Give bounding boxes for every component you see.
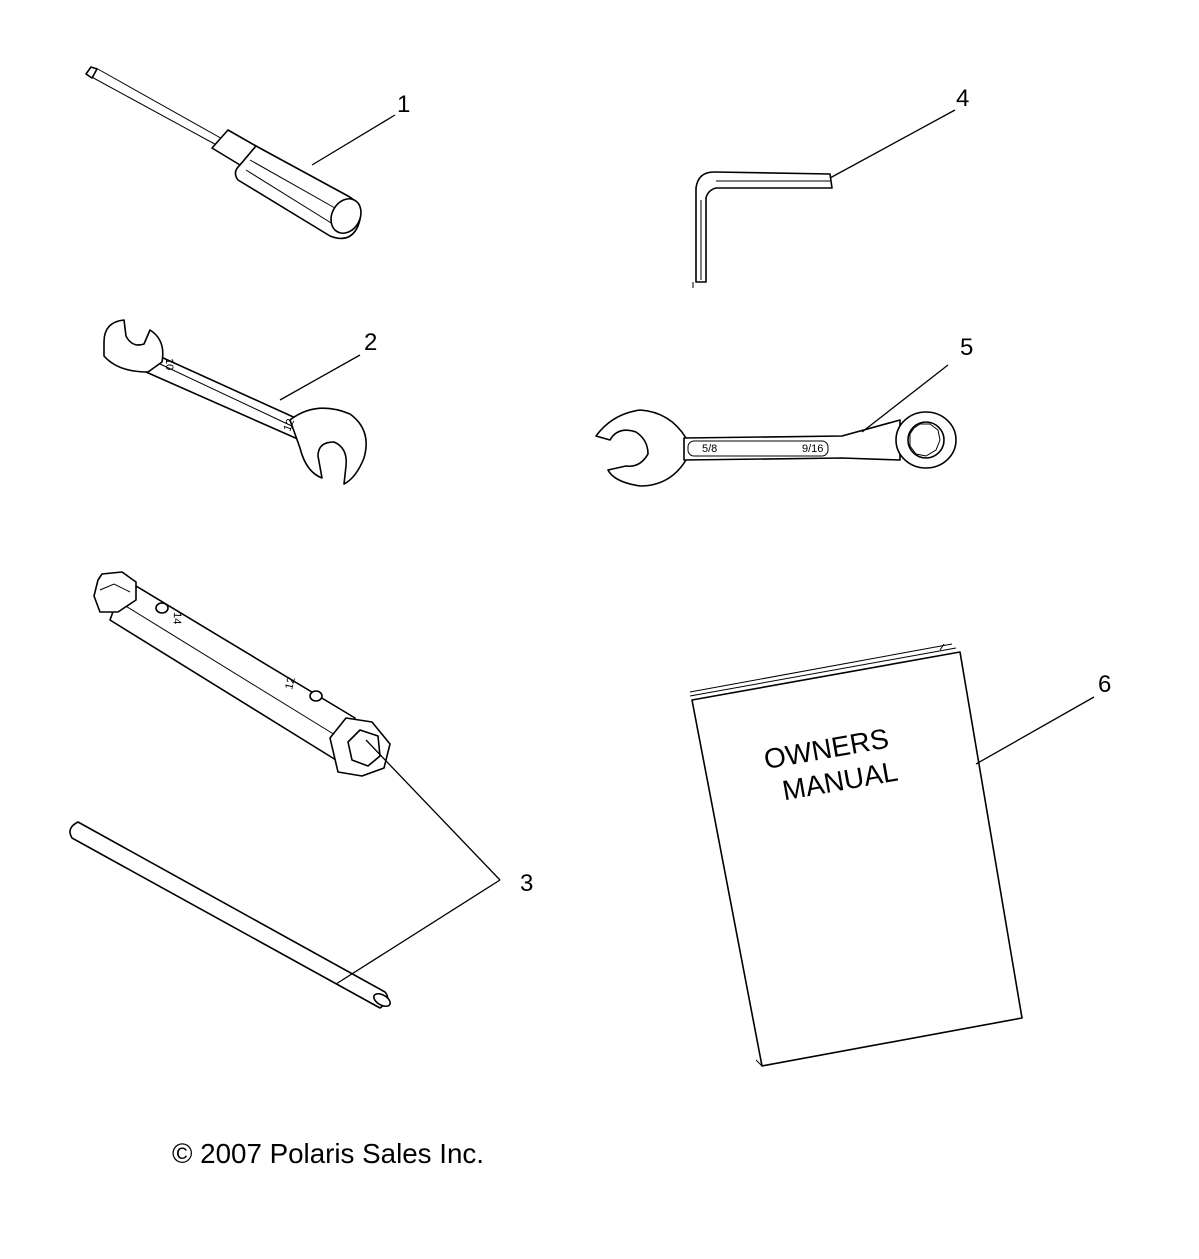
wrench-5-marking-9-16: 9/16 [802, 443, 823, 455]
open-end-wrench-part-2: 10 12 [103, 319, 367, 485]
svg-text:14: 14 [171, 612, 183, 625]
svg-text:12: 12 [282, 417, 297, 433]
hex-key-part-4 [692, 171, 833, 288]
svg-text:12: 12 [283, 676, 298, 691]
tommy-bar-part-3 [69, 821, 391, 1009]
svg-text:10: 10 [163, 358, 175, 370]
callout-2: 2 [364, 329, 377, 356]
callout-3: 3 [520, 870, 533, 897]
callout-4: 4 [956, 85, 969, 112]
owners-manual-part-6 [689, 643, 1023, 1067]
combination-wrench-part-5 [595, 409, 957, 487]
copyright-notice: © 2007 Polaris Sales Inc. [172, 1138, 484, 1169]
tube-wrench-part-3: 14 12 [93, 571, 391, 777]
callout-6: 6 [1098, 671, 1111, 698]
callout-1: 1 [397, 91, 410, 118]
screwdriver-part-1 [85, 66, 362, 240]
wrench-5-marking-5-8: 5/8 [702, 443, 717, 455]
callout-5: 5 [960, 334, 973, 361]
leader-lines [279, 109, 1095, 985]
